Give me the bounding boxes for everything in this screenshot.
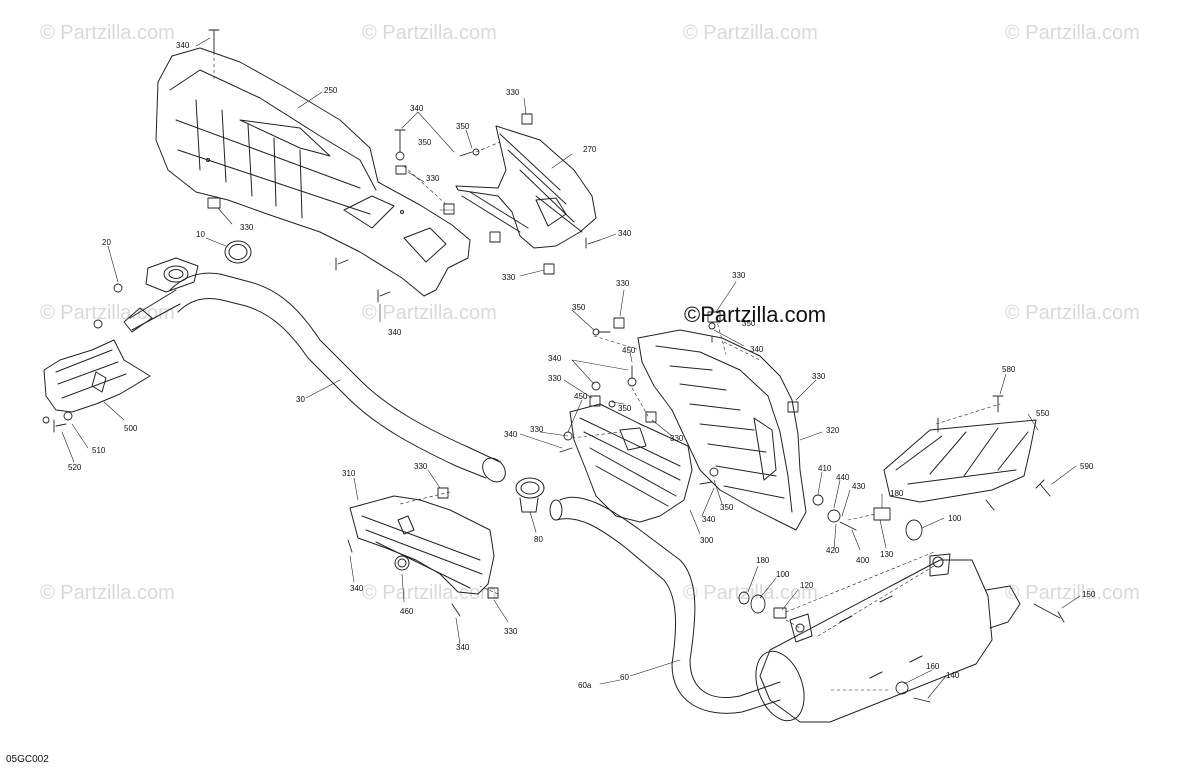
callout-340: 340	[750, 345, 764, 354]
callout-320: 320	[826, 426, 840, 435]
callout-140: 140	[946, 671, 960, 680]
watermark: © Partzilla.com	[1005, 22, 1140, 44]
muffler	[755, 553, 1021, 723]
watermark: © Partzilla.com	[362, 582, 497, 604]
callout-130: 130	[880, 550, 894, 559]
clamp-80	[515, 477, 545, 513]
watermark: © Partzilla.com	[1005, 582, 1140, 604]
callout-520: 520	[68, 463, 82, 472]
callout-300: 300	[700, 536, 714, 545]
callout-100: 100	[776, 570, 790, 579]
callout-350: 350	[418, 138, 432, 147]
callout-20: 20	[102, 238, 111, 247]
watermark: © Partzilla.com	[40, 302, 175, 324]
watermark: © Partzilla.com	[1005, 302, 1140, 324]
callout-330: 330	[732, 271, 746, 280]
heat-shield-250	[155, 47, 471, 297]
callout-180: 180	[756, 556, 770, 565]
callout-340: 340	[504, 430, 518, 439]
diagram-code: 05GC002	[6, 754, 49, 765]
callout-80: 80	[534, 535, 543, 544]
heat-shield-550	[883, 419, 1037, 503]
watermark: © Partzilla.com	[40, 582, 175, 604]
assembly-lines	[213, 51, 1001, 691]
callout-270: 270	[583, 145, 597, 154]
callout-340: 340	[618, 229, 632, 238]
tail-pipe-60	[549, 496, 781, 714]
callout-340: 340	[350, 584, 364, 593]
callout-60: 60	[620, 673, 629, 682]
callout-250: 250	[324, 86, 338, 95]
callout-330: 330	[670, 434, 684, 443]
callout-340: 340	[702, 515, 716, 524]
callout-340: 340	[410, 104, 424, 113]
callout-330: 330	[502, 273, 516, 282]
exhaust-pipe-30	[123, 272, 506, 483]
callout-590: 590	[1080, 462, 1094, 471]
callout-330: 330	[504, 627, 518, 636]
flange	[145, 257, 199, 293]
callout-400: 400	[856, 556, 870, 565]
callout-440: 440	[836, 473, 850, 482]
callout-160: 160	[926, 662, 940, 671]
callout-410: 410	[818, 464, 832, 473]
callout-340: 340	[176, 41, 190, 50]
callout-420: 420	[826, 546, 840, 555]
callout-430: 430	[852, 482, 866, 491]
callout-500: 500	[124, 424, 138, 433]
watermark: © Partzilla.com	[683, 22, 818, 44]
callout-460: 460	[400, 607, 414, 616]
callout-340: 340	[548, 354, 562, 363]
callout-10: 10	[196, 230, 205, 239]
callout-330: 330	[426, 174, 440, 183]
callout-350: 350	[456, 122, 470, 131]
brand-watermark: ©Partzilla.com	[684, 302, 827, 327]
watermark: © Partzilla.com	[362, 302, 497, 324]
callout-450: 450	[574, 392, 588, 401]
heat-shield-500	[43, 339, 151, 413]
callout-150: 150	[1082, 590, 1096, 599]
callout-330: 330	[812, 372, 826, 381]
callout-450: 450	[622, 346, 636, 355]
callout-330: 330	[414, 462, 428, 471]
callout-550: 550	[1036, 409, 1050, 418]
callout-30: 30	[296, 395, 305, 404]
callout-340: 340	[456, 643, 470, 652]
callout-580: 580	[1002, 365, 1016, 374]
heat-shield-320	[637, 329, 807, 531]
watermark: © Partzilla.com	[683, 582, 818, 604]
callout-330: 330	[616, 279, 630, 288]
callout-350: 350	[572, 303, 586, 312]
gasket-10	[224, 240, 252, 264]
watermark: © Partzilla.com	[362, 22, 497, 44]
callout-310: 310	[342, 469, 356, 478]
callout-330: 330	[506, 88, 520, 97]
heat-shield-270	[455, 125, 597, 249]
callout-350: 350	[720, 503, 734, 512]
callout-350: 350	[742, 319, 756, 328]
callout-330: 330	[548, 374, 562, 383]
callout-120: 120	[800, 581, 814, 590]
callout-100: 100	[948, 514, 962, 523]
callout-180: 180	[890, 489, 904, 498]
callout-330: 330	[530, 425, 544, 434]
heat-shield-300	[569, 403, 693, 523]
heat-shield-310	[349, 495, 495, 595]
callout-350: 350	[618, 404, 632, 413]
callout-510: 510	[92, 446, 106, 455]
callout-340: 340	[388, 328, 402, 337]
callout-60a: 60a	[578, 681, 592, 690]
leader-lines	[61, 37, 1081, 699]
callout-330: 330	[240, 223, 254, 232]
watermark: © Partzilla.com	[40, 22, 175, 44]
hardware	[42, 29, 1065, 703]
